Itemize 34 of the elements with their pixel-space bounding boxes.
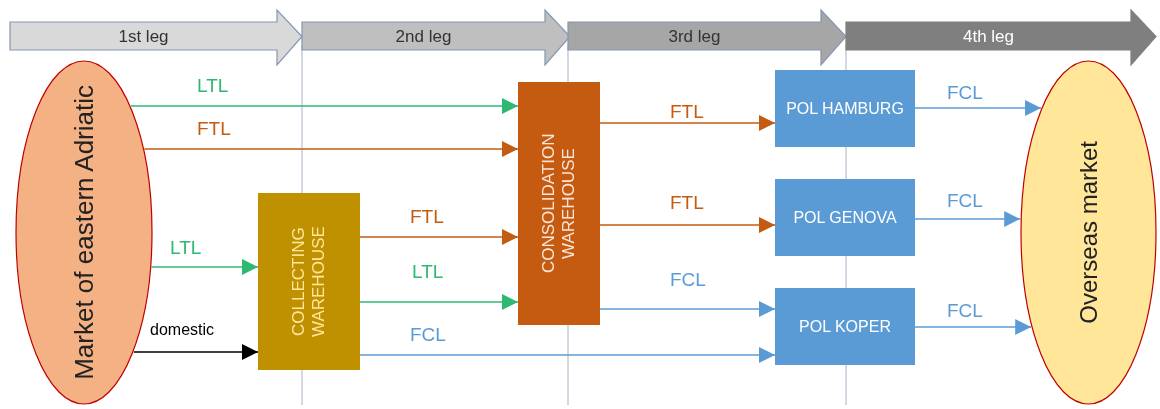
- arrow: [914, 319, 1032, 335]
- leg-label: 1st leg: [117, 26, 170, 48]
- port-box: [775, 70, 915, 147]
- arrow: [359, 229, 519, 245]
- node-label: Market of eastern Adriatic: [68, 85, 100, 380]
- node-label: CONSOLIDATION WAREHOUSE: [539, 132, 579, 276]
- arrow: [150, 259, 259, 275]
- node-label: Overseas market: [1074, 141, 1103, 324]
- arrow: [599, 217, 776, 233]
- arrow: [914, 211, 1021, 227]
- arrow: [359, 347, 776, 363]
- arrow: [599, 301, 776, 317]
- market-ellipse: [1020, 60, 1157, 405]
- node-label: COLLECTING WAREHOUSE: [289, 225, 329, 339]
- arrow: [599, 115, 776, 131]
- phase-band: [302, 10, 570, 65]
- warehouse-box: [258, 193, 360, 370]
- arrow: [359, 294, 519, 310]
- phase-band: [568, 10, 846, 65]
- arrow: [130, 98, 519, 114]
- leg-label: 3rd leg: [667, 26, 722, 48]
- node-label: POL GENOVA: [792, 208, 898, 227]
- arrow: [143, 141, 519, 157]
- node-label: POL HAMBURG: [785, 99, 905, 118]
- arrow: [132, 344, 259, 360]
- node-label: POL KOPER: [798, 317, 892, 336]
- arrow: [914, 100, 1042, 116]
- leg-label: 2nd leg: [394, 26, 453, 48]
- leg-label: 4th leg: [961, 26, 1015, 48]
- port-box: [775, 288, 915, 365]
- phase-band: [846, 10, 1156, 65]
- warehouse-box: [518, 82, 600, 325]
- phase-band: [10, 10, 302, 65]
- port-box: [775, 179, 915, 256]
